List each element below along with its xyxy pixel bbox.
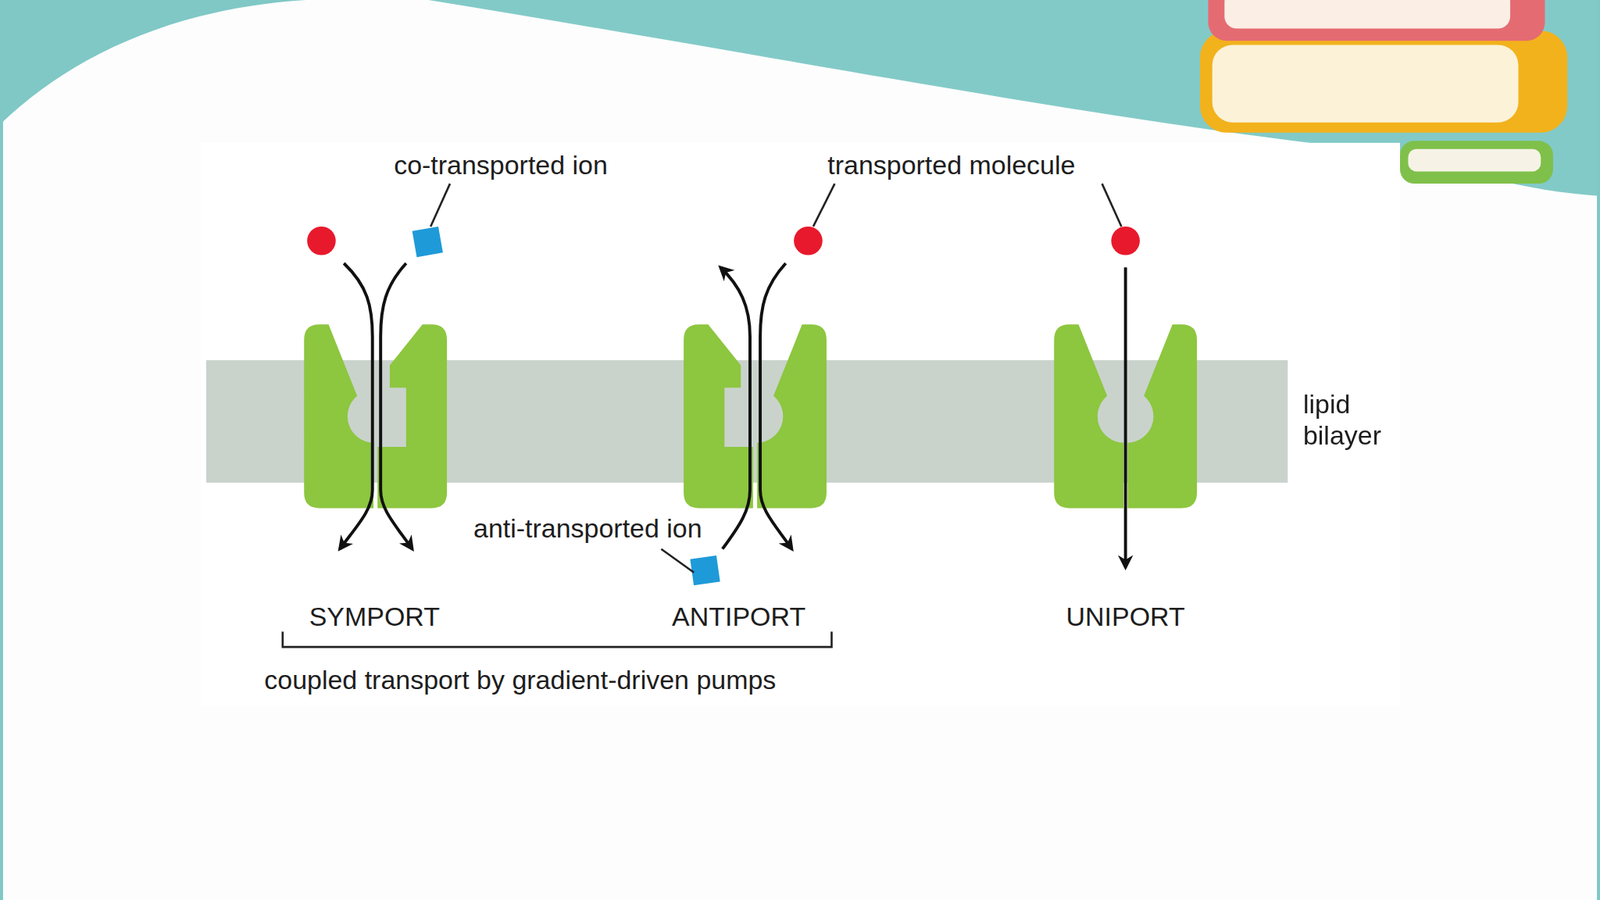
transport-arrow xyxy=(720,267,750,549)
figure-panel xyxy=(200,142,1400,707)
red-book xyxy=(1207,0,1545,41)
transporter-half xyxy=(757,324,827,508)
figure-label: anti-transported ion xyxy=(473,513,704,545)
transporter-half xyxy=(377,324,447,508)
figure-label: co-transported ion xyxy=(393,150,670,182)
figure-label: coupled transport by gradient-driven pum… xyxy=(264,664,918,696)
transport-arrow xyxy=(339,263,373,550)
molecule-dot xyxy=(1110,226,1140,256)
molecule-dot xyxy=(793,226,823,256)
figure-label: lipid bilayer xyxy=(1303,389,1416,453)
book-pages xyxy=(1224,0,1511,29)
transporter-half xyxy=(683,324,754,508)
transport-arrow xyxy=(760,263,792,550)
figure-label: ANTIPORT xyxy=(636,600,841,633)
book-pages xyxy=(1407,149,1541,172)
teal-corner xyxy=(0,0,307,125)
figure-label: UNIPORT xyxy=(1023,600,1228,633)
slide-border xyxy=(0,0,4,900)
yellow-book xyxy=(1200,30,1568,133)
leader-line xyxy=(1102,183,1122,227)
ion-square xyxy=(412,226,443,258)
book-pages xyxy=(1212,44,1519,122)
slide-border xyxy=(1596,0,1600,900)
figure-label: SYMPORT xyxy=(272,600,477,633)
leader-line xyxy=(660,549,694,573)
leader-line xyxy=(430,183,450,227)
figure-label: transported molecule xyxy=(827,150,1134,182)
ion-square xyxy=(689,555,720,586)
leader-line xyxy=(813,183,835,227)
transporter-half xyxy=(1053,324,1124,508)
group-bracket xyxy=(282,631,833,647)
transporter-half xyxy=(1127,324,1197,508)
transport-arrow xyxy=(1124,267,1128,568)
molecule-dot xyxy=(307,226,336,256)
transport-arrow xyxy=(380,263,412,550)
green-book xyxy=(1400,140,1554,184)
transporter-half xyxy=(303,324,374,508)
